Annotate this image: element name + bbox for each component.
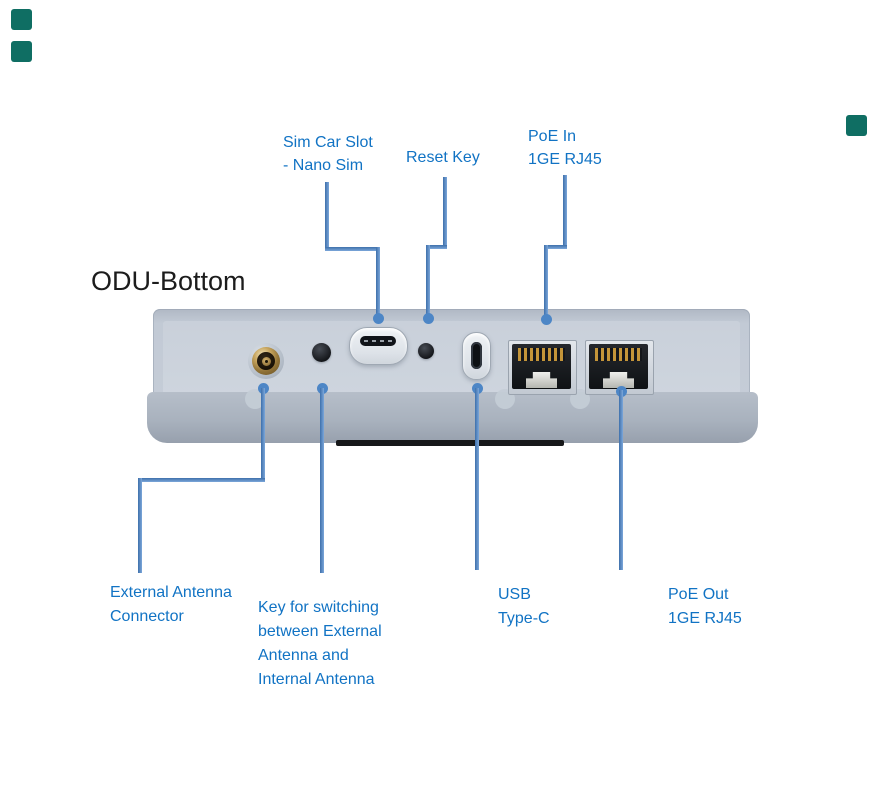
poe-in-rj45-pins (518, 348, 565, 361)
diagram-title: ODU-Bottom (91, 266, 246, 296)
poe-in-leader-line-v2 (544, 245, 548, 317)
label-sim-slot-line2: - Nano Sim (283, 157, 364, 174)
key-leader-line (320, 388, 324, 573)
antenna-connector-pin (265, 360, 268, 363)
antenna-leader-line-h (138, 478, 265, 482)
label-reset-key: Reset Key (406, 146, 480, 169)
teal-square-top-1 (11, 9, 32, 30)
reset-leader-dot (423, 313, 434, 324)
poe-out-rj45-clip (603, 372, 634, 388)
label-usb-line2: Type-C (498, 610, 550, 627)
usb-c-port (471, 342, 482, 369)
antenna-leader-line-v1 (261, 388, 265, 482)
label-usb: USB Type-C (498, 583, 550, 631)
sim-slot-contacts (364, 340, 392, 342)
label-key-switch-line4: Internal Antenna (258, 671, 375, 688)
label-sim-slot: Sim Car Slot - Nano Sim (283, 131, 373, 177)
poe-in-leader-line-h (544, 245, 567, 249)
label-poe-in: PoE In 1GE RJ45 (528, 125, 602, 171)
sim-slot-recess (349, 327, 408, 365)
poe-in-leader-line-v1 (563, 175, 567, 249)
sim-leader-line-h (325, 247, 380, 251)
label-external-antenna-line1: External Antenna (110, 584, 232, 601)
teal-square-top-2 (11, 41, 32, 62)
device-base-shadow (336, 440, 564, 446)
reset-leader-line-v2 (426, 245, 430, 316)
teal-square-right (846, 115, 867, 136)
poe-in-leader-dot (541, 314, 552, 325)
sim-leader-dot (373, 313, 384, 324)
poe-out-leader-line (619, 390, 623, 570)
label-usb-line1: USB (498, 586, 531, 603)
label-key-switch: Key for switching between External Anten… (258, 596, 382, 692)
antenna-switch-key-button (312, 343, 331, 362)
label-poe-out-line1: PoE Out (668, 586, 729, 603)
label-poe-out-line2: 1GE RJ45 (668, 610, 742, 627)
antenna-leader-line-v2 (138, 478, 142, 573)
label-poe-in-line2: 1GE RJ45 (528, 151, 602, 168)
label-key-switch-line1: Key for switching (258, 599, 379, 616)
label-poe-in-line1: PoE In (528, 128, 577, 145)
reset-leader-line-v1 (443, 177, 447, 249)
label-key-switch-line3: Antenna and (258, 647, 349, 664)
poe-out-rj45-pins (595, 348, 642, 361)
label-poe-out: PoE Out 1GE RJ45 (668, 583, 742, 631)
usb-leader-line (475, 388, 479, 570)
poe-in-rj45-clip (526, 372, 557, 388)
sim-leader-line-v1 (325, 182, 329, 251)
reset-leader-line-h (426, 245, 447, 249)
skirt-notch-1 (245, 389, 265, 409)
label-sim-slot-line1: Sim Car Slot (283, 134, 373, 151)
label-external-antenna-line2: Connector (110, 608, 184, 625)
label-external-antenna: External Antenna Connector (110, 581, 232, 629)
label-reset-key-line1: Reset Key (406, 149, 480, 166)
sim-leader-line-v2 (376, 247, 380, 317)
device-skirt (147, 392, 758, 443)
label-key-switch-line2: between External (258, 623, 382, 640)
reset-key-button (418, 343, 434, 359)
